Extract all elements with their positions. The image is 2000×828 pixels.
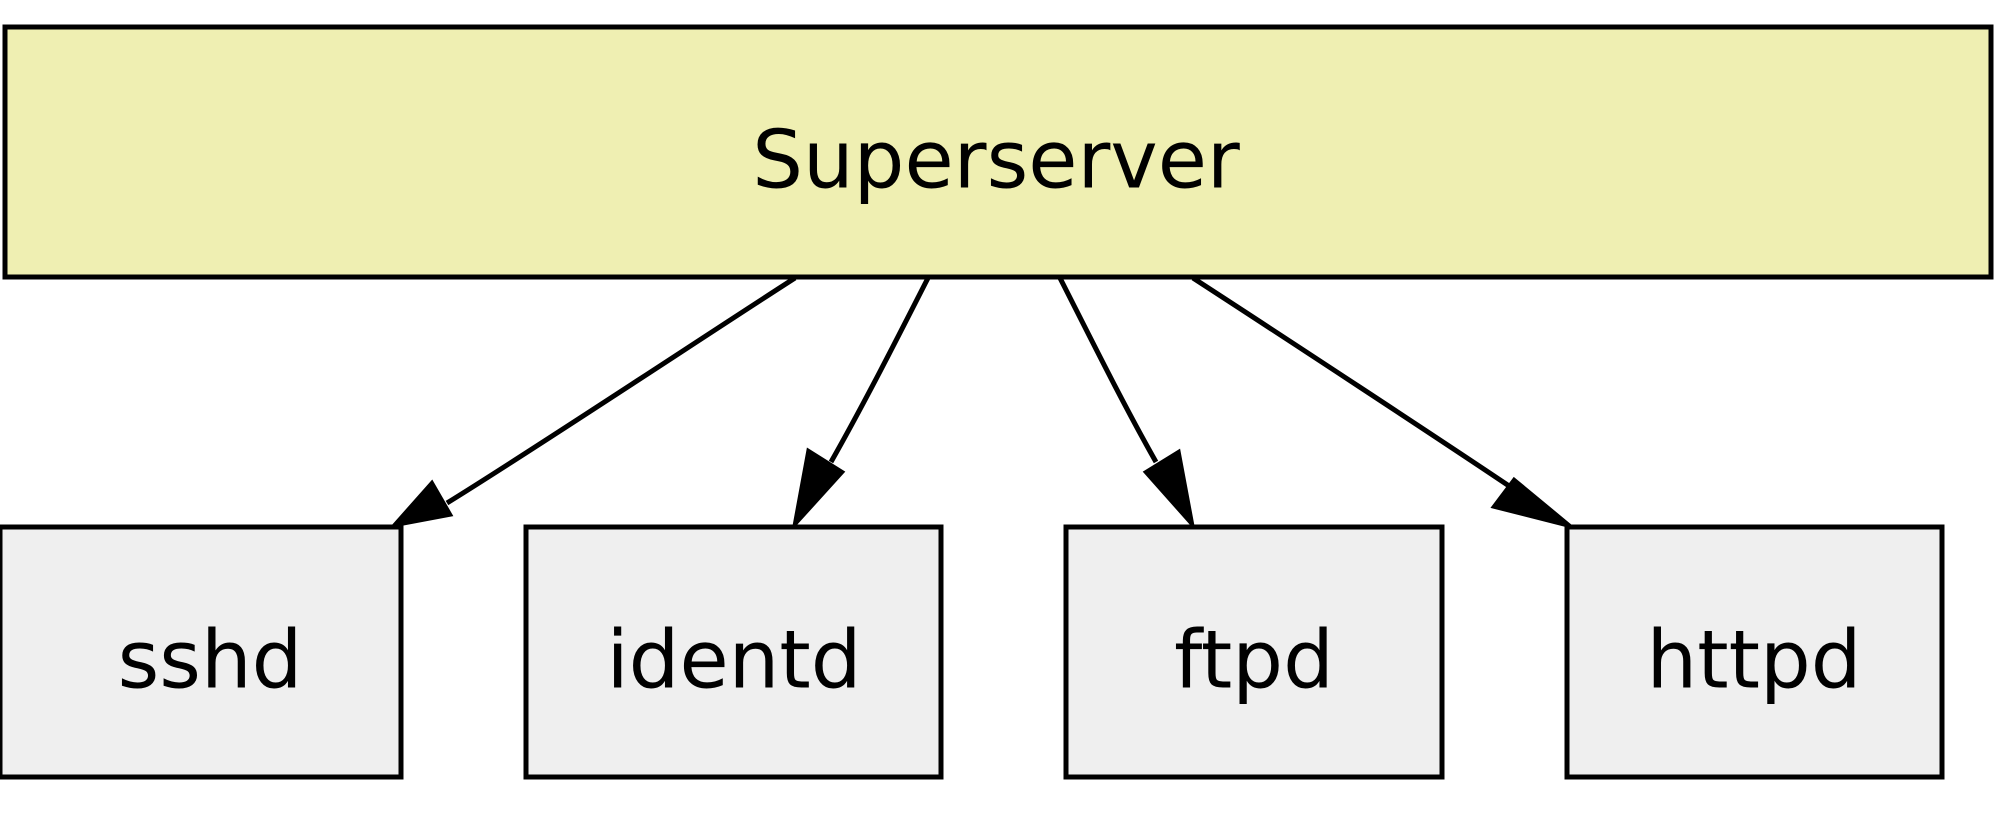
node-sshd: sshd (0, 524, 404, 780)
node-identd: identd (523, 524, 944, 780)
edge-superserver-ftpd (1057, 276, 1196, 532)
edge-superserver-httpd (1191, 275, 1573, 529)
node-superserver: Superserver (2, 24, 1994, 280)
node-httpd: httpd (1564, 524, 1945, 780)
edge-line (828, 276, 931, 464)
node-identd-box (523, 524, 944, 780)
edge-line (1191, 275, 1523, 497)
arrowhead (1142, 448, 1196, 532)
edge-superserver-identd (791, 276, 931, 531)
edge-line (1057, 276, 1159, 464)
node-sshd-box (0, 524, 404, 780)
node-ftpd-label: ftpd (1174, 614, 1334, 707)
node-httpd-label: httpd (1647, 614, 1862, 707)
edge-line (445, 275, 797, 506)
node-httpd-box (1564, 524, 1945, 780)
edges (388, 275, 1573, 532)
node-ftpd-box (1063, 524, 1445, 780)
edge-superserver-sshd (388, 275, 797, 529)
node-superserver-box (2, 24, 1994, 280)
node-sshd-label: sshd (118, 614, 303, 707)
arrowhead (791, 447, 846, 531)
node-ftpd: ftpd (1063, 524, 1445, 780)
arrowhead (1490, 476, 1573, 529)
node-superserver-label: Superserver (752, 114, 1240, 207)
arrowhead (388, 479, 454, 529)
node-identd-label: identd (606, 614, 861, 707)
